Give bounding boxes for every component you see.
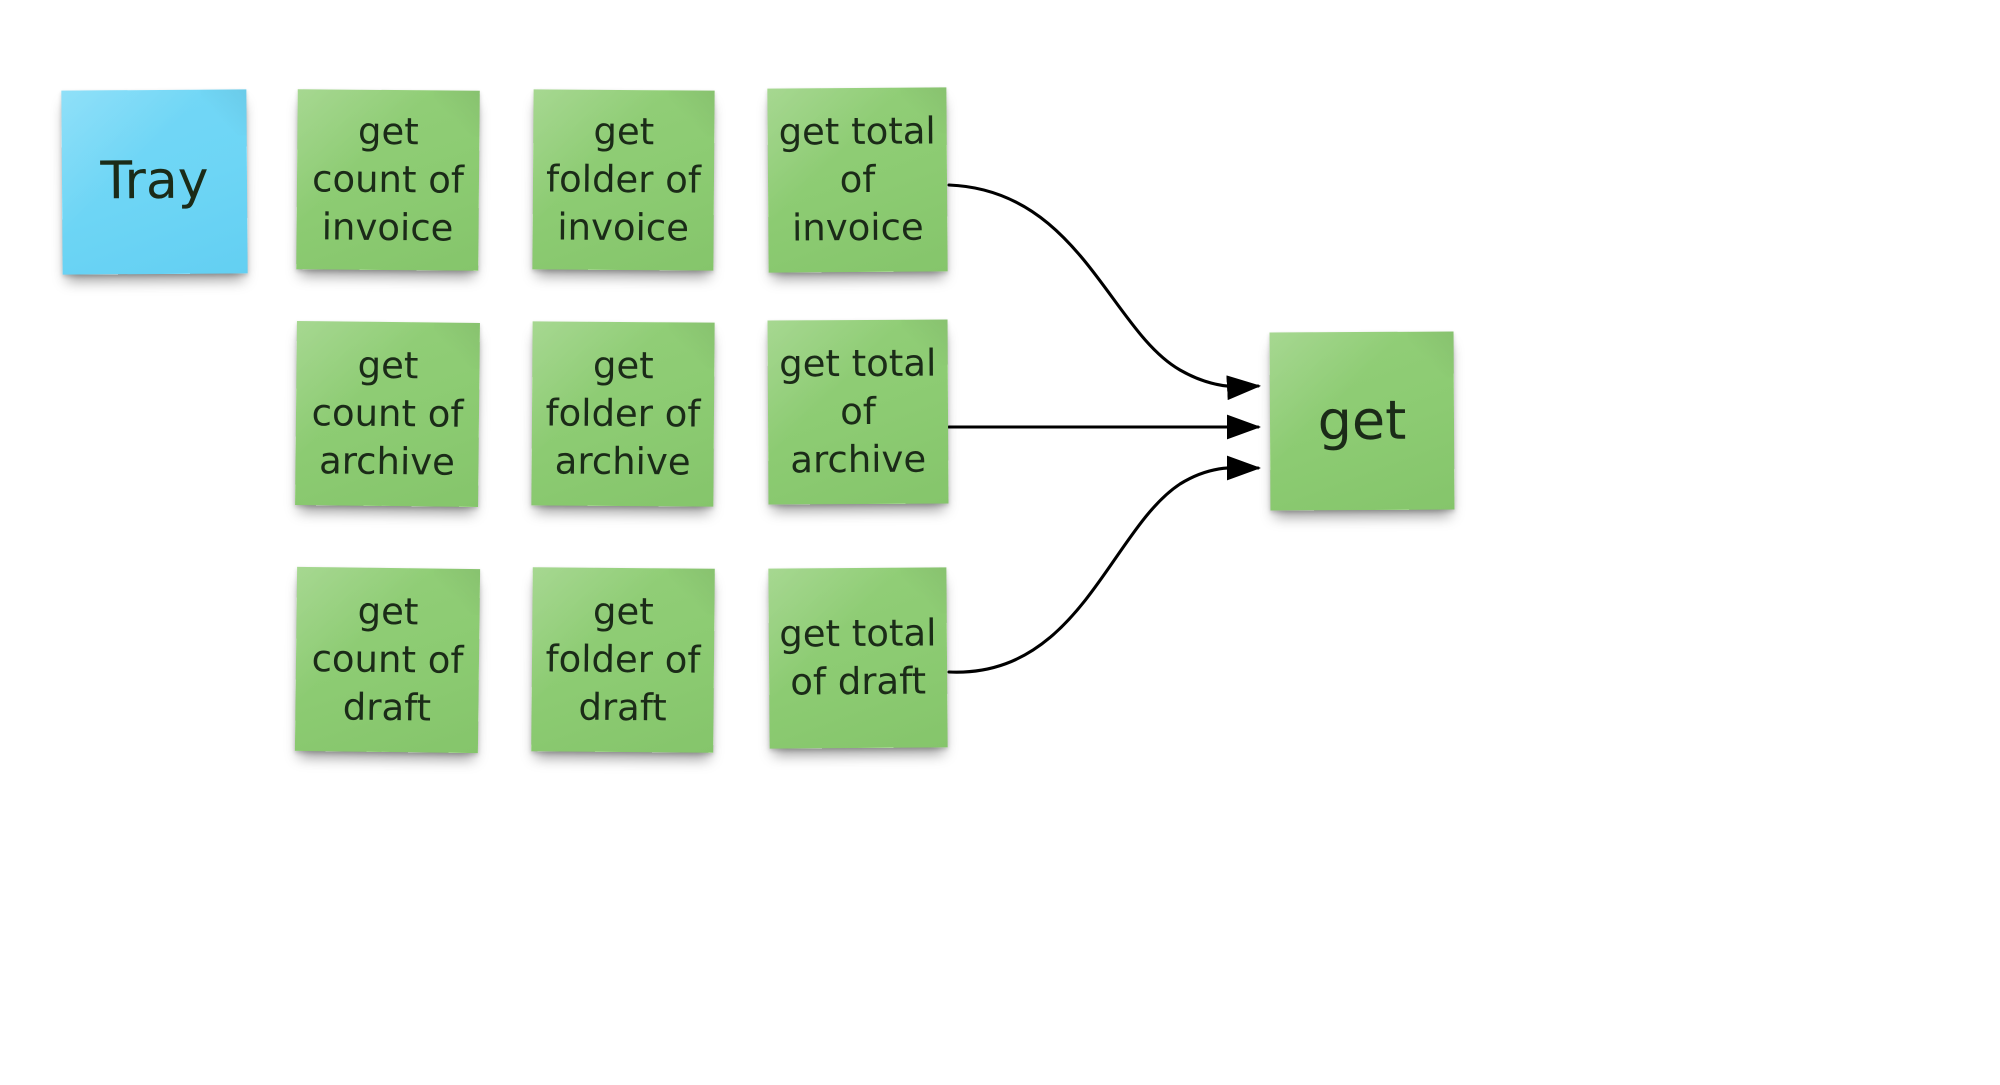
sticky-note-get[interactable]: get (1269, 331, 1455, 511)
note-corner-fold-icon (200, 89, 247, 136)
sticky-note-label: Tray (100, 150, 209, 212)
note-corner-fold-icon (900, 567, 947, 614)
sticky-note-label: get count of archive (311, 343, 464, 484)
sticky-note-get-total-of-archive[interactable]: get total of archive (767, 319, 949, 505)
sticky-note-get-total-of-invoice[interactable]: get total of invoice (767, 87, 948, 273)
sticky-note-get-count-of-invoice[interactable]: get count of invoice (296, 89, 480, 271)
connection-arrow-draft-to-get (947, 455, 1262, 674)
sticky-note-get-count-of-archive[interactable]: get count of archive (295, 321, 480, 507)
sticky-note-label: get total of invoice (778, 109, 936, 250)
sticky-note-label: get folder of invoice (545, 109, 702, 250)
sticky-note-get-folder-of-archive[interactable]: get folder of archive (531, 321, 715, 507)
sticky-note-label: get (1317, 388, 1407, 453)
sticky-note-get-folder-of-invoice[interactable]: get folder of invoice (532, 89, 715, 271)
sticky-note-label: get count of invoice (311, 109, 465, 250)
sticky-note-label: get total of archive (779, 341, 937, 482)
sticky-note-get-folder-of-draft[interactable]: get folder of draft (531, 567, 715, 753)
connection-arrow-invoice-to-get (947, 183, 1262, 401)
sticky-note-get-count-of-draft[interactable]: get count of draft (294, 566, 481, 754)
sticky-note-label: get folder of draft (545, 589, 701, 730)
sticky-note-get-total-of-draft[interactable]: get total of draft (768, 567, 948, 749)
sticky-note-label: get folder of archive (545, 343, 701, 484)
sticky-note-label: get count of draft (311, 589, 464, 730)
sticky-note-label: get total of draft (779, 611, 937, 704)
sticky-note-tray[interactable]: Tray (61, 89, 248, 275)
note-corner-fold-icon (1407, 331, 1454, 378)
